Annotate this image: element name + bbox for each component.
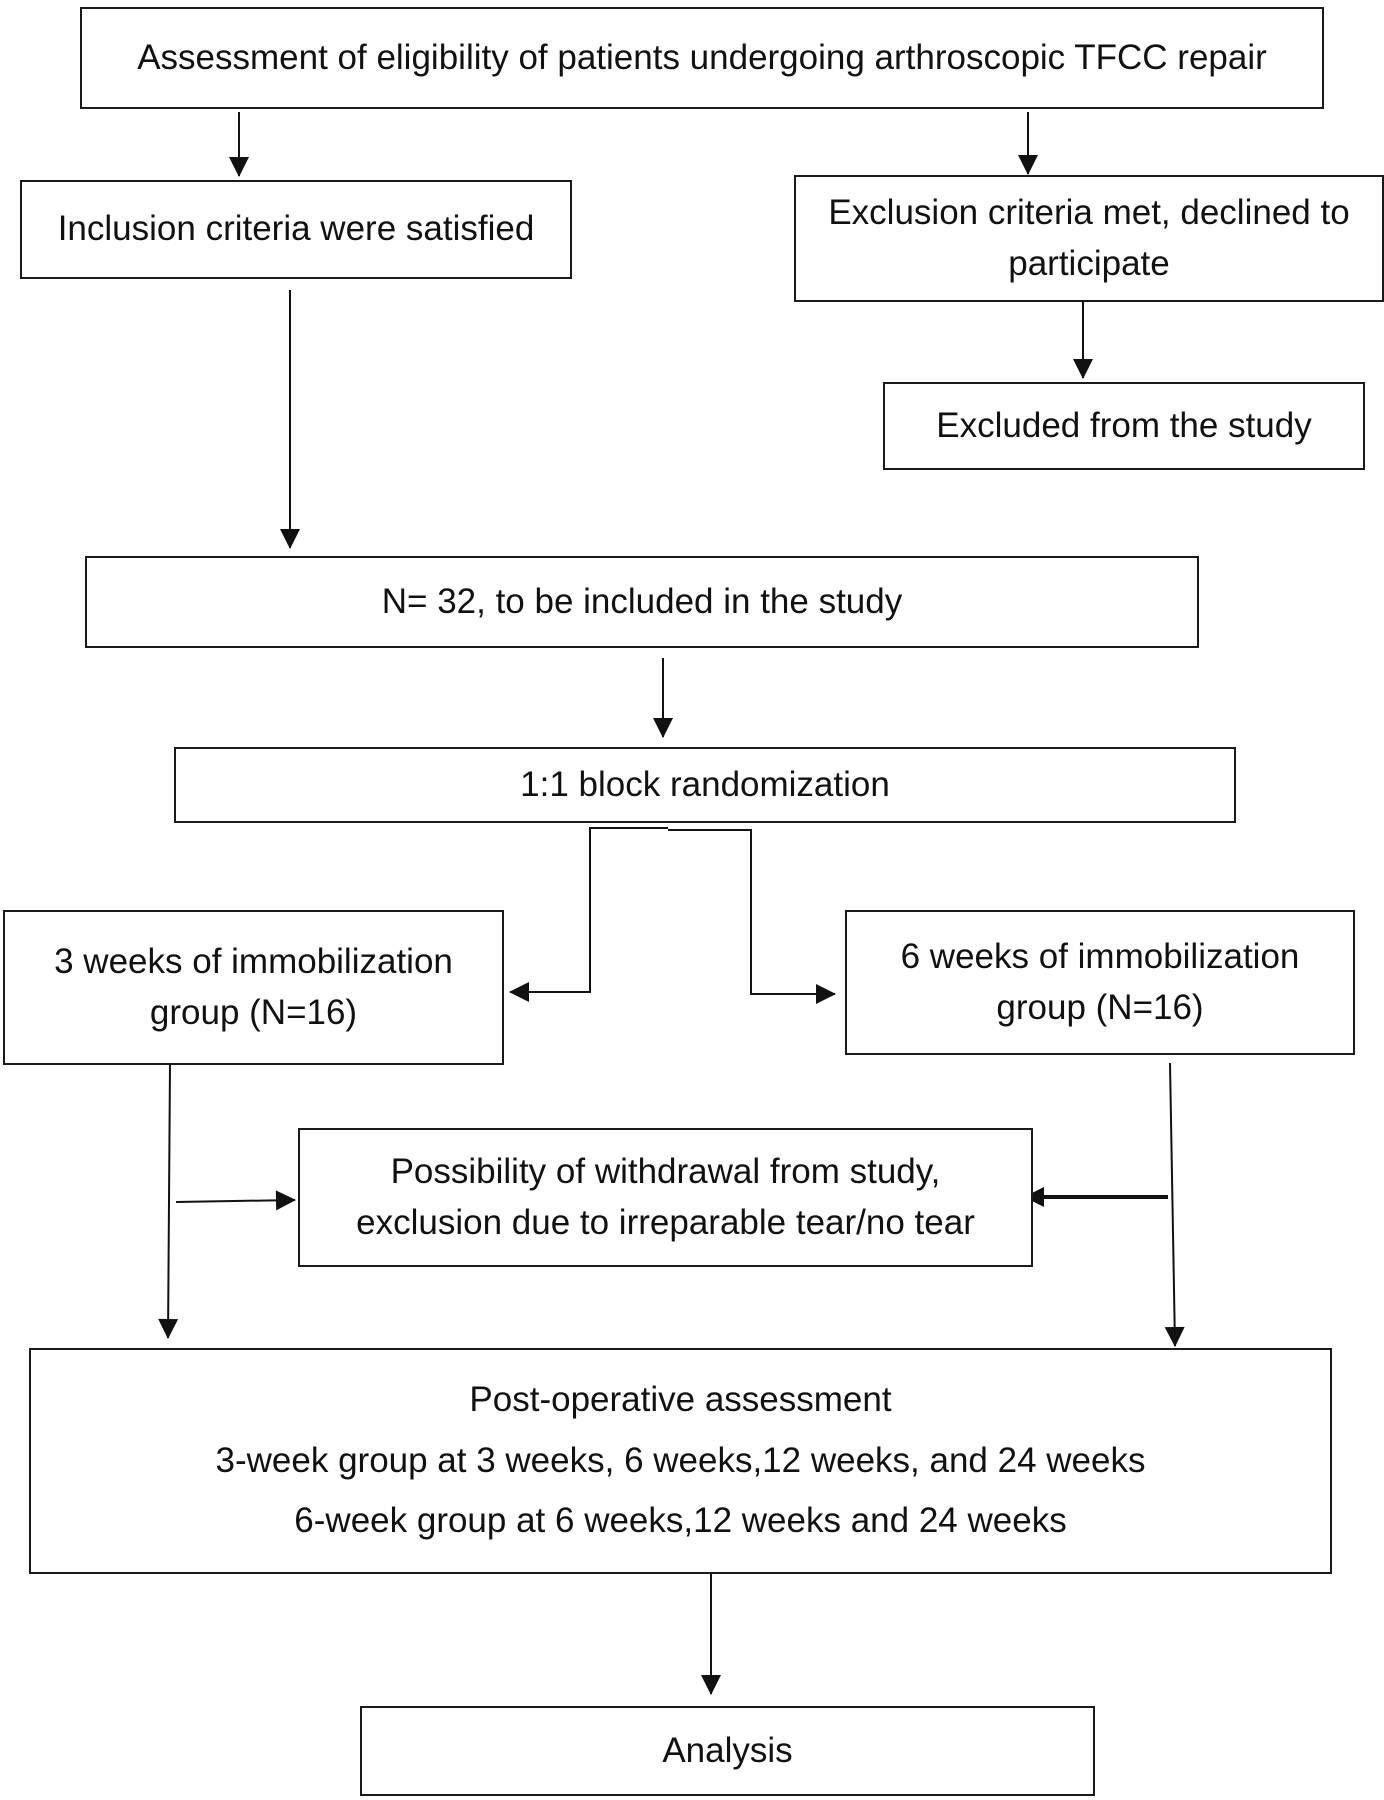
arrow-randomization-to-group6 [668, 829, 836, 1004]
included-text: N= 32, to be included in the study [381, 581, 903, 621]
excluded-text: Excluded from the study [936, 405, 1312, 445]
assessment-text: Assessment of eligibility of patients un… [137, 37, 1267, 77]
postop-box: Post-operative assessment 3-week group a… [29, 1348, 1332, 1574]
excluded-box: Excluded from the study [883, 382, 1365, 470]
group3-text: 3 weeks of immobilization group (N=16) [54, 941, 453, 1032]
analysis-text: Analysis [662, 1730, 793, 1770]
withdrawal-text: Possibility of withdrawal from study, ex… [356, 1151, 975, 1242]
arrow-group6-to-postop [1164, 1062, 1185, 1347]
group6-text: 6 weeks of immobilization group (N=16) [900, 936, 1300, 1027]
postop-line-3week: 3-week group at 3 weeks, 6 weeks,12 week… [215, 1440, 1146, 1480]
postop-line-6week: 6-week group at 6 weeks,12 weeks and 24 … [294, 1500, 1067, 1540]
postop-title: Post-operative assessment [469, 1380, 892, 1420]
exclusion-box: Exclusion criteria met, declined to part… [794, 175, 1384, 302]
assessment-box: Assessment of eligibility of patients un… [80, 7, 1324, 109]
group3-box: 3 weeks of immobilization group (N=16) [3, 910, 504, 1065]
withdrawal-box: Possibility of withdrawal from study, ex… [298, 1128, 1033, 1267]
inclusion-box: Inclusion criteria were satisfied [20, 180, 572, 279]
randomization-box: 1:1 block randomization [174, 747, 1236, 823]
arrow-randomization-to-group3 [509, 827, 668, 1002]
analysis-box: Analysis [360, 1706, 1095, 1796]
inclusion-text: Inclusion criteria were satisfied [57, 209, 535, 249]
randomization-text: 1:1 block randomization [520, 764, 890, 804]
included-box: N= 32, to be included in the study [85, 556, 1199, 648]
exclusion-text: Exclusion criteria met, declined to part… [828, 192, 1350, 283]
arrow-group3-to-postop [158, 1064, 179, 1339]
group6-box: 6 weeks of immobilization group (N=16) [845, 910, 1355, 1055]
arrow-group3-to-withdrawal [175, 1190, 296, 1211]
